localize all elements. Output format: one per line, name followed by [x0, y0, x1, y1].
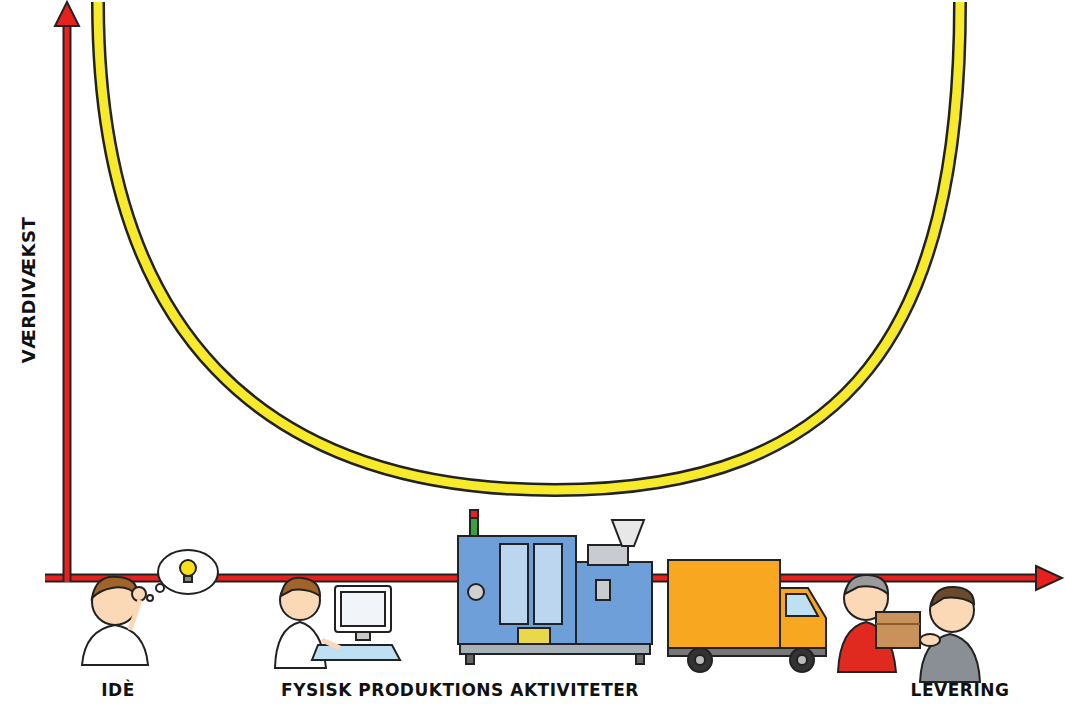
- axes: [45, 2, 1062, 590]
- idea-person: [82, 550, 218, 665]
- delivery-truck: [668, 560, 826, 672]
- production-machine: [458, 510, 652, 664]
- computer-person: [275, 578, 400, 668]
- stage-label: FYSISK PRODUKTIONS AKTIVITETER: [281, 680, 639, 700]
- value-curve: [98, 2, 960, 490]
- stage-label: IDÈ: [101, 680, 135, 700]
- stage-label: LEVERING: [911, 680, 1010, 700]
- handover-people: [838, 575, 980, 682]
- axis-title: VÆRDIVÆKST: [18, 217, 39, 364]
